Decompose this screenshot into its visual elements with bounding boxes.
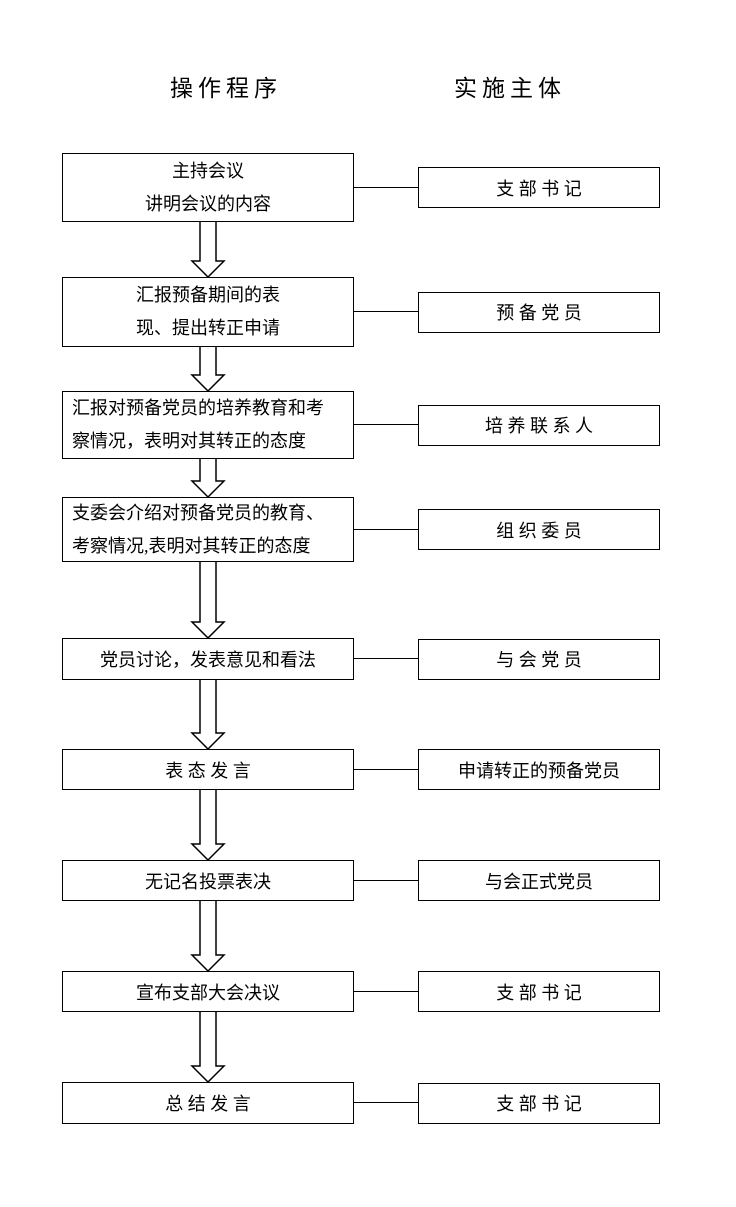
actor-label: 与会正式党员 bbox=[485, 871, 593, 892]
actor-label: 预 备 党 员 bbox=[496, 303, 582, 323]
step-box: 表 态 发 言 bbox=[62, 749, 354, 790]
step-label: 察情况，表明对其转正的态度 bbox=[72, 431, 306, 451]
actor-box: 申请转正的预备党员 bbox=[418, 749, 660, 790]
down-arrow-icon bbox=[190, 562, 226, 638]
down-arrow-icon bbox=[190, 901, 226, 971]
step-label: 汇报预备期间的表 bbox=[136, 285, 280, 305]
connector-line bbox=[354, 879, 418, 881]
step-box: 无记名投票表决 bbox=[62, 860, 354, 901]
actor-box: 与 会 党 员 bbox=[418, 638, 660, 680]
actor-label: 支 部 书 记 bbox=[496, 178, 582, 199]
down-arrow-icon bbox=[190, 1012, 226, 1082]
column-header-procedure: 操作程序 bbox=[170, 76, 282, 101]
step-label: 讲明会议的内容 bbox=[145, 193, 271, 214]
actor-box: 与会正式党员 bbox=[418, 860, 660, 901]
connector-line bbox=[354, 1102, 418, 1103]
step-box: 主持会议讲明会议的内容 bbox=[62, 153, 354, 222]
step-label: 支委会介绍对预备党员的教育、 bbox=[72, 502, 324, 523]
down-arrow-icon bbox=[190, 222, 226, 277]
connector-line bbox=[354, 528, 418, 530]
connector-line bbox=[354, 990, 418, 992]
actor-label: 培 养 联 系 人 bbox=[485, 416, 593, 436]
actor-box: 支 部 书 记 bbox=[418, 1082, 660, 1124]
actor-box: 培 养 联 系 人 bbox=[418, 404, 660, 446]
connector-line bbox=[354, 768, 418, 770]
actor-box: 支 部 书 记 bbox=[418, 971, 660, 1012]
step-box: 支委会介绍对预备党员的教育、考察情况,表明对其转正的态度 bbox=[62, 497, 354, 562]
down-arrow-icon bbox=[190, 459, 226, 497]
actor-box: 预 备 党 员 bbox=[418, 291, 660, 333]
down-arrow-icon bbox=[190, 347, 226, 391]
step-label: 宣布支部大会决议 bbox=[136, 982, 280, 1003]
actor-box: 支 部 书 记 bbox=[418, 167, 660, 208]
step-label: 表 态 发 言 bbox=[165, 760, 251, 781]
down-arrow-icon bbox=[190, 790, 226, 860]
connector-line bbox=[354, 311, 418, 312]
down-arrow-icon bbox=[190, 680, 226, 749]
step-label: 总 结 发 言 bbox=[165, 1094, 251, 1114]
actor-label: 与 会 党 员 bbox=[496, 650, 582, 670]
step-label: 无记名投票表决 bbox=[145, 871, 271, 892]
step-label: 主持会议 bbox=[172, 160, 244, 181]
step-box: 总 结 发 言 bbox=[62, 1082, 354, 1124]
column-header-actor: 实施主体 bbox=[454, 76, 566, 101]
connector-line bbox=[354, 658, 418, 659]
actor-label: 支 部 书 记 bbox=[496, 982, 582, 1003]
step-box: 汇报对预备党员的培养教育和考察情况，表明对其转正的态度 bbox=[62, 391, 354, 459]
step-box: 党员讨论，发表意见和看法 bbox=[62, 638, 354, 680]
step-label: 汇报对预备党员的培养教育和考 bbox=[72, 398, 324, 418]
step-label: 考察情况,表明对其转正的态度 bbox=[72, 535, 311, 556]
actor-box: 组 织 委 员 bbox=[418, 509, 660, 550]
step-label: 党员讨论，发表意见和看法 bbox=[100, 650, 316, 670]
step-box: 汇报预备期间的表现、提出转正申请 bbox=[62, 277, 354, 347]
actor-label: 支 部 书 记 bbox=[496, 1094, 582, 1114]
connector-line bbox=[354, 186, 418, 188]
actor-label: 申请转正的预备党员 bbox=[458, 760, 620, 781]
actor-label: 组 织 委 员 bbox=[496, 520, 582, 541]
connector-line bbox=[354, 424, 418, 425]
step-box: 宣布支部大会决议 bbox=[62, 971, 354, 1012]
step-label: 现、提出转正申请 bbox=[136, 318, 280, 338]
